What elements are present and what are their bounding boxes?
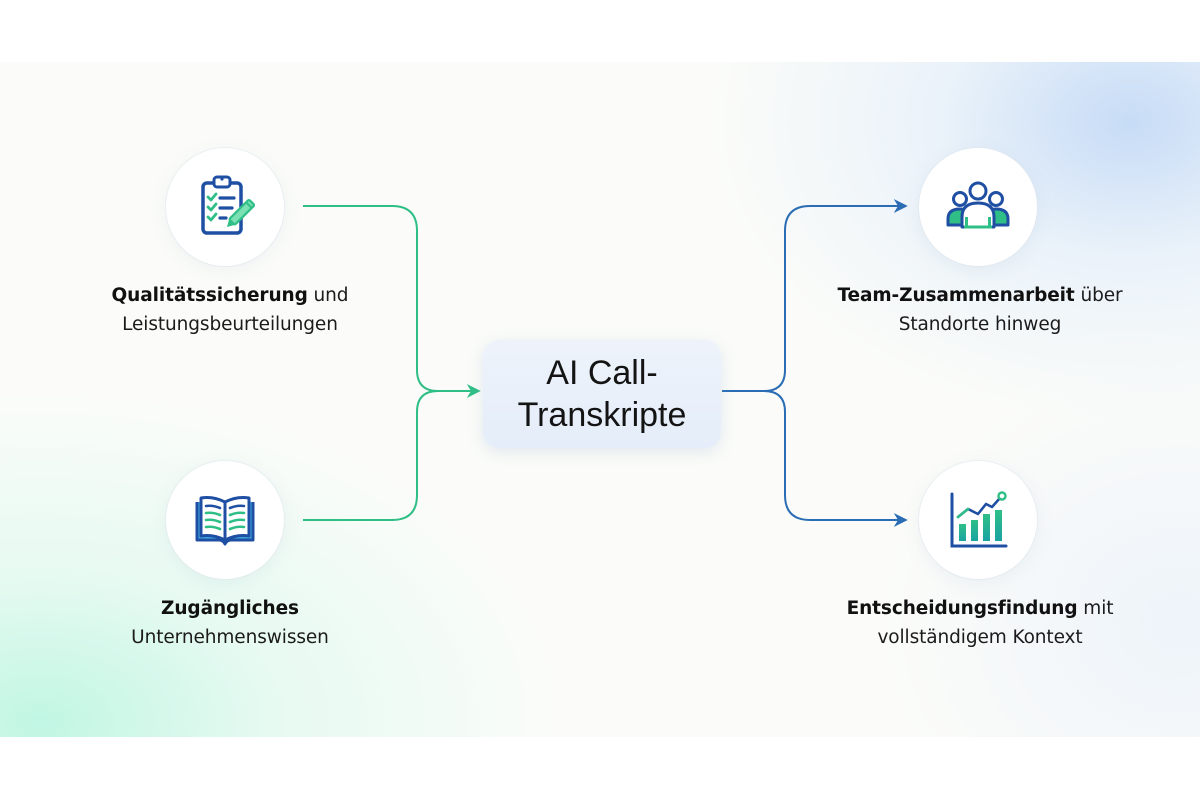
quality-label-rest: und: [307, 285, 349, 306]
team-label-rest: über: [1074, 285, 1123, 306]
center-title-line1: AI Call-: [546, 354, 658, 392]
growth-chart-icon: [950, 491, 1008, 548]
quality-icon-circle: [166, 148, 284, 266]
decision-label-line2: vollständigem Kontext: [877, 627, 1083, 648]
input-connector: [303, 205, 481, 521]
team-label: Team-Zusammenarbeit über Standorte hinwe…: [800, 281, 1160, 339]
team-label-line2: Standorte hinweg: [898, 314, 1062, 335]
knowledge-label: Zugängliches Unternehmenswissen: [60, 594, 400, 652]
quality-label-line2: Leistungsbeurteilungen: [122, 314, 338, 335]
quality-label: Qualitätssicherung und Leistungsbeurteil…: [60, 281, 400, 339]
knowledge-icon-circle: [166, 461, 284, 579]
center-title-line2: Transkripte: [517, 396, 687, 434]
knowledge-label-bold: Zugängliches: [161, 598, 299, 619]
output-connector: [722, 199, 908, 527]
team-label-bold: Team-Zusammenarbeit: [837, 285, 1075, 306]
clipboard-checklist-icon: [201, 175, 256, 235]
quality-label-bold: Qualitätssicherung: [111, 285, 308, 306]
decision-label-rest: mit: [1077, 598, 1114, 619]
decision-icon-circle: [919, 461, 1037, 579]
team-people-icon: [946, 181, 1010, 229]
knowledge-label-line2: Unternehmenswissen: [131, 627, 329, 648]
decision-label-bold: Entscheidungsfindung: [846, 598, 1078, 619]
team-icon-circle: [919, 148, 1037, 266]
center-node-ai-call-transcripts: AI Call- Transkripte: [483, 340, 721, 448]
open-book-icon: [195, 496, 255, 546]
decision-label: Entscheidungsfindung mit vollständigem K…: [800, 594, 1160, 652]
